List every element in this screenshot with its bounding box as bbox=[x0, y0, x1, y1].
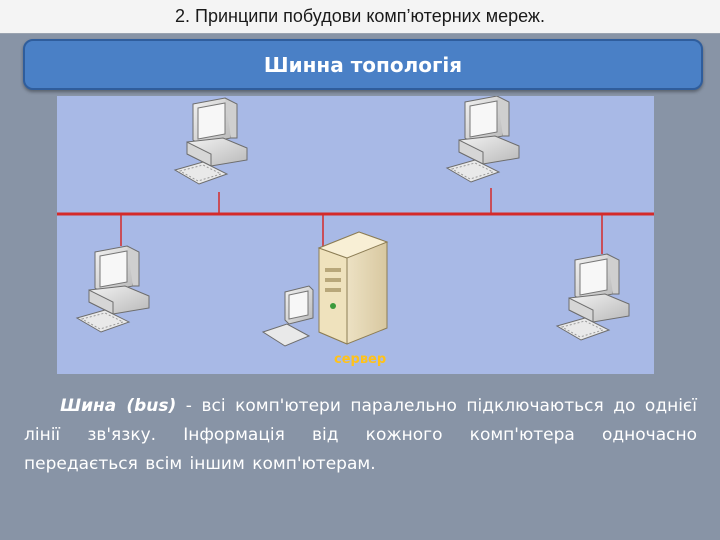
description-paragraph: Шина (bus) - всі комп'ютери паралельно п… bbox=[24, 392, 697, 479]
network-drawing bbox=[57, 96, 654, 374]
workstation-bottom-right-icon bbox=[557, 254, 629, 340]
slide-header: 2. Принципи побудови комп’ютерних мереж. bbox=[0, 0, 720, 34]
workstation-top-right-icon bbox=[447, 96, 519, 182]
workstation-top-left-icon bbox=[175, 98, 247, 184]
bus-topology-diagram: сервер bbox=[57, 96, 654, 374]
term-bus: Шина (bus) bbox=[60, 396, 176, 416]
topic-banner: Шинна топологія bbox=[23, 39, 703, 90]
banner-title: Шинна топологія bbox=[25, 53, 701, 77]
slide-title: 2. Принципи побудови комп’ютерних мереж. bbox=[0, 6, 720, 27]
paragraph-indent bbox=[24, 396, 60, 416]
server-label: сервер bbox=[334, 352, 386, 367]
server-icon bbox=[263, 232, 387, 346]
workstation-bottom-left-icon bbox=[77, 246, 149, 332]
